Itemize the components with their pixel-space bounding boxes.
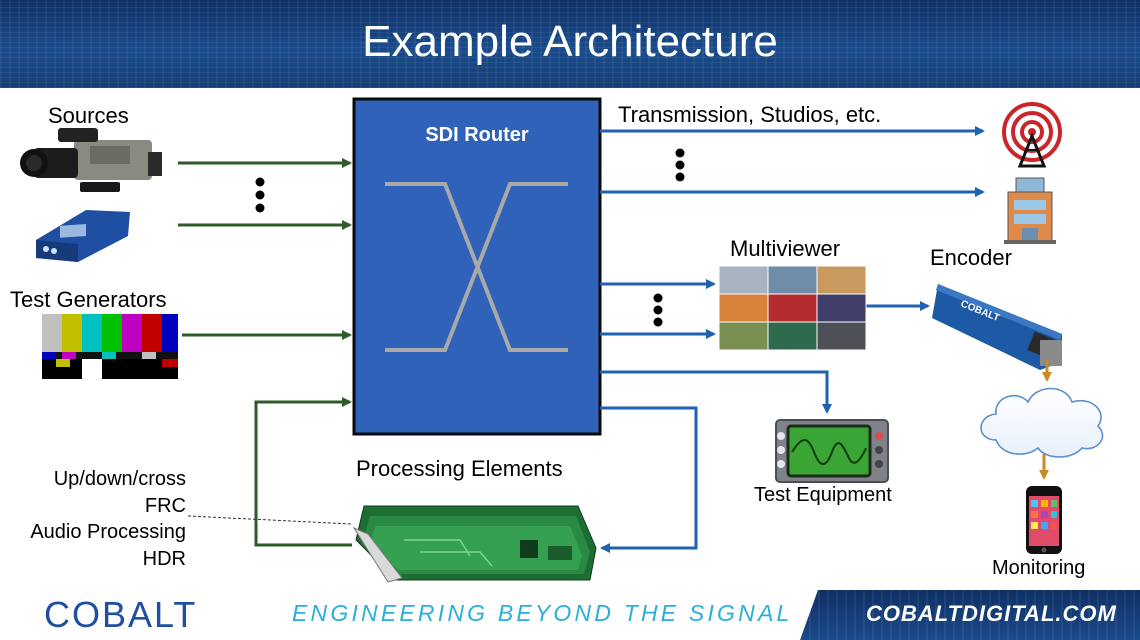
processing-function-item: HDR bbox=[142, 547, 186, 570]
processing-functions-list: Up/down/cross FRC Audio Processing HDR bbox=[30, 466, 186, 572]
encoder-label: Encoder bbox=[930, 245, 1012, 270]
processing-function-item: Up/down/cross bbox=[53, 468, 186, 490]
encoder-card-icon: COBALT bbox=[932, 284, 1062, 370]
video-player-icon bbox=[36, 210, 130, 262]
router-title: SDI Router bbox=[425, 124, 529, 146]
processing-elements-label: Processing Elements bbox=[356, 456, 563, 481]
processing-output-arrow bbox=[600, 406, 698, 553]
input-ellipsis-icon bbox=[255, 177, 265, 213]
monitoring-label: Monitoring bbox=[992, 557, 1086, 579]
website-link[interactable]: COBALTDIGITAL.COM bbox=[866, 601, 1117, 626]
multiviewer-icon bbox=[718, 265, 867, 351]
cobalt-logo: COBALT bbox=[44, 594, 198, 635]
output-arrows bbox=[600, 126, 985, 553]
test-equipment-arrow bbox=[600, 370, 832, 414]
processing-callout-line bbox=[187, 515, 353, 525]
processing-function-item: FRC bbox=[144, 494, 186, 517]
sources-label: Sources bbox=[48, 103, 129, 128]
transmission-tower-icon bbox=[1002, 102, 1062, 168]
router-crosspoint-icon bbox=[385, 182, 568, 352]
test-generators-label: Test Generators bbox=[10, 287, 167, 312]
processing-return-arrow bbox=[254, 397, 352, 547]
transmission-label: Transmission, Studios, etc. bbox=[618, 102, 882, 127]
output-ellipsis-icon bbox=[653, 148, 685, 327]
footer-banner bbox=[800, 590, 1140, 640]
footer-tagline: ENGINEERING BEYOND THE SIGNAL bbox=[292, 600, 793, 626]
oscilloscope-icon bbox=[775, 419, 889, 483]
test-equipment-label: Test Equipment bbox=[754, 484, 892, 506]
processing-cards-icon bbox=[352, 505, 597, 583]
smartphone-icon bbox=[1026, 486, 1062, 554]
sdi-router-box bbox=[352, 97, 602, 436]
processing-function-item: Audio Processing bbox=[30, 521, 186, 543]
cloud-icon bbox=[980, 387, 1104, 458]
camera-icon bbox=[20, 128, 162, 192]
multiviewer-label: Multiviewer bbox=[730, 236, 841, 261]
color-bars-icon bbox=[42, 314, 178, 379]
title-banner bbox=[0, 0, 1140, 88]
page-title: Example Architecture bbox=[362, 17, 778, 66]
input-arrows bbox=[178, 158, 352, 547]
studio-building-icon bbox=[1004, 177, 1056, 244]
